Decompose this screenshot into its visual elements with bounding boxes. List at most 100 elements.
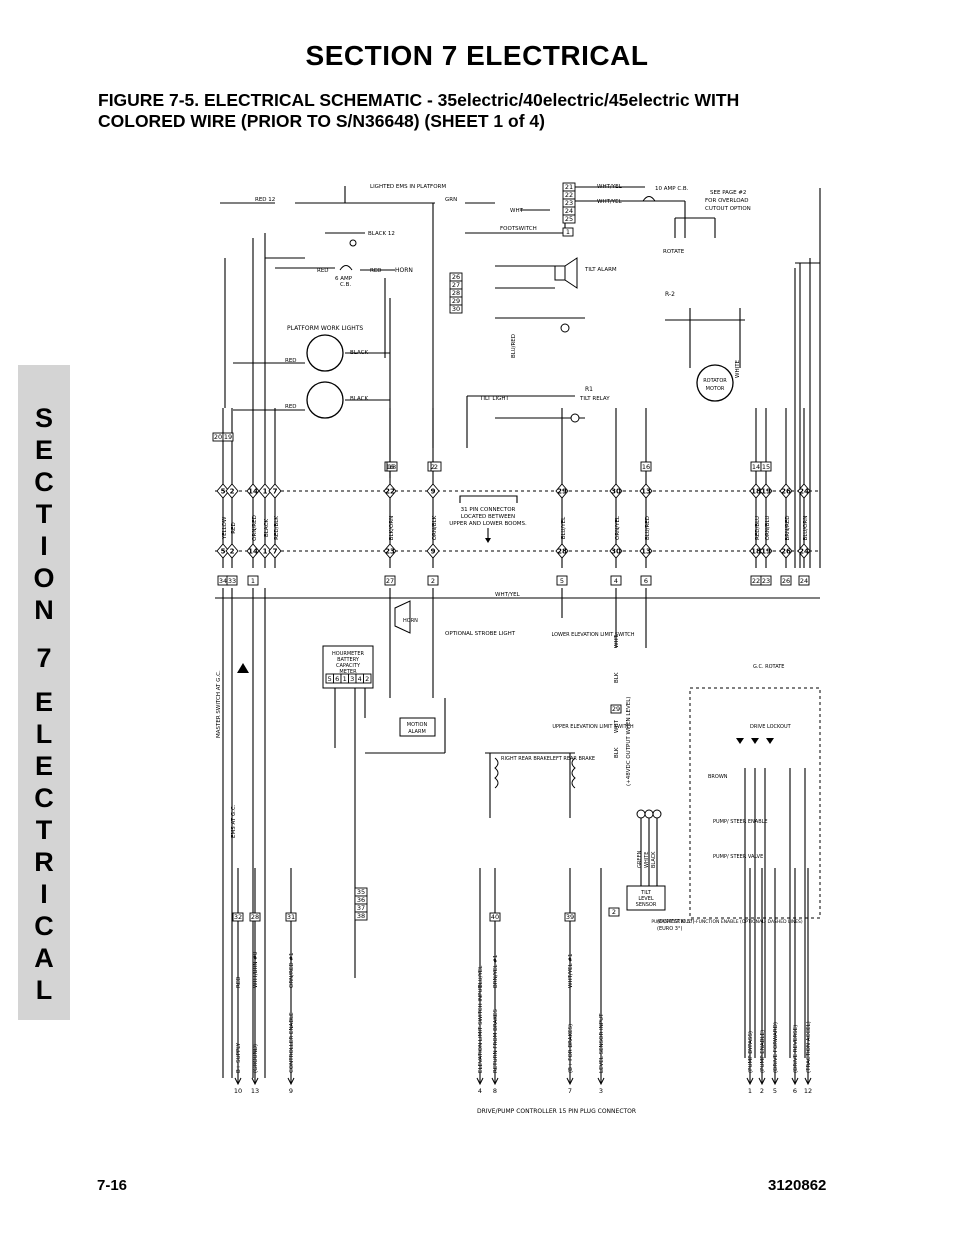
diode-icon [766, 738, 774, 744]
side-tab-letter: T [35, 499, 53, 529]
wire-label: GREEN [637, 850, 643, 868]
wire-color-label: RED [231, 522, 237, 534]
terminal-label: 22 [752, 577, 760, 585]
wire-label: BLK [614, 672, 620, 683]
plug-pin-desc: (PUMP BYPASS) [748, 1031, 754, 1073]
component-label: TILT LIGHT [479, 396, 509, 402]
connector-pin [258, 543, 272, 559]
wire-color-label: ORN/YEL [615, 515, 621, 540]
wire-color-label: WHT/YEL #1 [568, 953, 574, 988]
wire-label: WHITE [644, 852, 650, 868]
terminal-label: 28 [452, 289, 460, 297]
component-label: (EURO 3°) [657, 926, 682, 932]
component-label: EMS AT G.C. [231, 804, 237, 838]
connector-pin-label: 24 [799, 488, 809, 496]
component-label: MOTOR [706, 386, 725, 392]
component-label: MASTER SWITCH AT G.C. [216, 670, 222, 738]
component-label: (DOMESTIC 5°) [657, 919, 695, 925]
terminal-label: 25 [565, 215, 573, 223]
component-label: FOOTSWITCH [500, 226, 537, 232]
connector-pin-label: 24 [799, 548, 809, 556]
connector-pin [779, 483, 793, 499]
plug-pin-number: 12 [804, 1087, 812, 1095]
terminal-label: 1 [251, 577, 255, 585]
terminal-label: 1 [566, 228, 570, 236]
component-label: PUMP/ STEER VALVE [713, 854, 763, 860]
component-label: OPTIONAL STROBE LIGHT [445, 631, 516, 637]
component-label: BATTERY [337, 657, 360, 663]
terminal-label: 4 [614, 577, 618, 585]
plug-pin-number: 7 [568, 1087, 572, 1095]
horn-icon [394, 600, 411, 634]
connector-pin [246, 483, 260, 499]
terminal-box [556, 575, 568, 586]
terminal-label: 34 [219, 577, 227, 585]
connector-pin-label: 5 [221, 548, 226, 556]
connector-pin-label: 28 [557, 548, 567, 556]
terminal-box [608, 907, 620, 917]
connector-pin [779, 543, 793, 559]
component-label: SENSOR [636, 902, 657, 908]
brake-coil-icon [494, 757, 499, 789]
connector-pin [555, 543, 569, 559]
connector-pin-label: 18 [751, 548, 761, 556]
connector-pin-label: 13 [641, 488, 651, 496]
component-label: HORN [395, 267, 413, 274]
terminal-box [249, 912, 261, 922]
circuit-breaker-icon [339, 265, 353, 271]
motion-alarm-box [399, 717, 436, 737]
side-tab-letter: N [34, 595, 54, 625]
arrow-icon [287, 1077, 295, 1086]
terminal-label: 23 [565, 199, 573, 207]
plug-pin-number: 8 [493, 1087, 497, 1095]
connector-pin-label: 2 [230, 548, 235, 556]
plug-pin-desc: (DRIVE REVERSE) [793, 1025, 799, 1073]
arrow-icon [597, 1077, 605, 1086]
terminal-label: 19 [224, 433, 232, 441]
wire-label: WHT [614, 634, 620, 648]
connector-pin-label: 26 [781, 488, 791, 496]
plug-pin-desc: (DRIVE FORWARD) [773, 1022, 779, 1073]
connector-pin [268, 543, 282, 559]
wire-color-label: BLU/YEL [561, 516, 567, 539]
plug-pin-desc: B+ SUPPLY [236, 1042, 242, 1073]
terminal-icon [652, 809, 662, 819]
arrow-icon [251, 1077, 259, 1086]
component-label: ROTATOR [703, 378, 727, 384]
wire-color-label: RED/BLK [274, 516, 280, 540]
connector-pin-label: 14 [248, 548, 258, 556]
connector-pin [268, 483, 282, 499]
terminal-box [386, 461, 398, 472]
component-label: TILT [640, 890, 652, 896]
side-tab-letter: L [35, 975, 53, 1005]
side-tab-letter: E [34, 435, 53, 465]
wire-color-label: ORN/RED [252, 515, 258, 541]
wire-label: BLACK 12 [368, 231, 395, 237]
wire-color-label: BRN/RED [785, 515, 791, 540]
wire-label: WHITE [735, 359, 741, 378]
terminal-label: 6 [335, 675, 339, 683]
arrow-icon [476, 1077, 484, 1086]
connector-pin-label: 22 [385, 488, 395, 496]
terminal-label: 15 [762, 463, 770, 471]
side-tab-letter: E [34, 751, 53, 781]
terminal-label: 22 [565, 191, 573, 199]
connector-pin-label: 14 [248, 488, 258, 496]
terminal-label: 39 [566, 913, 574, 921]
plug-pin-desc: LEVEL SENSOR INPUT [599, 1013, 605, 1073]
lamp-icon [349, 239, 357, 247]
component-label: TILT RELAY [579, 396, 610, 402]
terminal-label: 35 [357, 888, 365, 896]
connector-pin [639, 483, 653, 499]
plug-pin-desc: CONTROLLER ENABLE [289, 1012, 295, 1073]
note-label: SEE PAGE #2 [710, 190, 746, 196]
component-label: METER [339, 669, 357, 675]
circuit-breaker-icon [642, 196, 656, 202]
connector-pin-label: 29 [557, 488, 567, 496]
wire-color-label: BLU/ORN [803, 516, 809, 541]
component-label: DRIVE LOCKOUT [750, 724, 792, 730]
arrow-icon [746, 1077, 754, 1086]
component-label: C.B. [340, 282, 351, 288]
terminal-label: 6 [644, 577, 648, 585]
terminal-label: 28 [251, 913, 259, 921]
